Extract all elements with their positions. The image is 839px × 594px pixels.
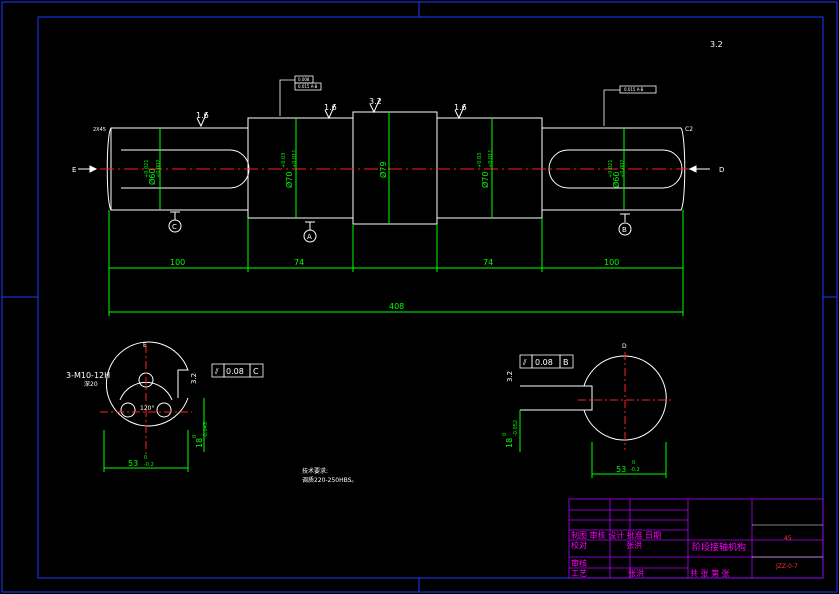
title-company: 阶段接轴机构	[692, 541, 746, 553]
tol-right-top: +0.021	[608, 159, 614, 178]
section-e-title: E	[143, 342, 147, 349]
gdt-top-right: 0.015 A-B	[624, 87, 644, 92]
title-proofing-val: 张洪	[626, 540, 642, 550]
tol-left-bot: +0.002	[156, 159, 162, 178]
dia-left-label: Ø60	[147, 169, 157, 185]
dim-53-d-tol-top: 0	[632, 460, 635, 466]
chamfer-right: C2	[685, 126, 693, 133]
roughness-section-d: 3.2	[506, 371, 514, 382]
dim-53-e-tol-top: 0	[144, 455, 147, 461]
tol-right-bot: +0.002	[620, 159, 626, 178]
dim-18-e-tol-top: 0	[192, 435, 198, 438]
tol-mid-left-bot: +0.011	[292, 149, 298, 168]
tech-req-title: 技术要求:	[302, 467, 328, 475]
section-d-label: D	[719, 166, 724, 174]
gdt-top-left-1: 0.008	[298, 77, 310, 82]
section-d-title: D	[622, 343, 627, 350]
gdt-d-symbol: ⫽	[522, 358, 527, 367]
gdt-d-value: 0.08	[535, 358, 553, 367]
dim-18-d-tol-top: 0	[502, 433, 508, 436]
roughness-mid-left: 1.6	[324, 103, 337, 112]
roughness-left: 1.6	[196, 111, 209, 120]
title-designer-row: 制图 审核 设计 批准 日期	[571, 530, 661, 540]
title-process-val: 张洪	[628, 568, 644, 578]
dim-53-e: 53	[128, 459, 138, 468]
gdt-e-datum: C	[253, 367, 259, 376]
dim-53-d-tol-bot: -0.2	[630, 467, 640, 473]
dim-18-d: 18	[505, 438, 514, 448]
datum-a: A	[307, 233, 312, 241]
section-e-view	[105, 341, 189, 427]
dia-mid-right-label: Ø70	[480, 172, 490, 188]
dia-right-label: Ø60	[611, 172, 621, 188]
gdt-d-datum: B	[563, 358, 569, 367]
title-proofing: 校对	[571, 540, 587, 550]
roughness-section-e: 3.2	[190, 373, 198, 384]
inner-border	[37, 16, 824, 579]
title-material: 45	[784, 535, 792, 542]
dim-74-right: 74	[483, 258, 493, 267]
dim-53-d: 53	[616, 465, 626, 474]
dim-74-left: 74	[294, 258, 304, 267]
thread-callout: 3-M10-12H	[66, 371, 110, 380]
angle-120: 120°	[140, 405, 154, 412]
roughness-default: 3.2	[710, 40, 723, 49]
dim-18-e: 18	[195, 438, 204, 448]
dia-center-label: Ø79	[378, 162, 388, 178]
section-e-label: E	[72, 166, 76, 174]
thread-depth: 深20	[84, 380, 98, 388]
tech-req-line: 调质220-250HBS。	[302, 476, 357, 484]
dim-18-e-tol-bot: -0.043	[203, 422, 209, 438]
dim-100-left: 100	[170, 258, 185, 267]
dia-mid-left-label: Ø70	[284, 172, 294, 188]
roughness-center: 3.2	[369, 97, 382, 106]
tol-mid-left-top: +0.03	[281, 153, 287, 168]
dim-18-d-tol-bot: -0.052	[513, 420, 519, 436]
datum-c: C	[172, 223, 177, 231]
title-sheet-info: 共 张 第 张	[690, 568, 730, 578]
gdt-top-left-2: 0.015 A-B	[298, 84, 318, 89]
title-part-code: JZZ-0-7	[775, 563, 798, 570]
title-audit: 审核	[571, 558, 587, 568]
tol-mid-right-bot: +0.011	[488, 149, 494, 168]
tol-mid-right-top: +0.03	[477, 153, 483, 168]
title-block	[568, 498, 824, 579]
dim-100-right: 100	[604, 258, 619, 267]
gdt-e-symbol: ⫽	[214, 367, 219, 376]
chamfer-left: 2X45	[93, 127, 106, 133]
datum-b: B	[622, 226, 627, 234]
section-d-view	[520, 355, 667, 441]
dim-total: 408	[389, 302, 404, 311]
shaft-main-view	[106, 111, 686, 225]
gdt-e-value: 0.08	[226, 367, 244, 376]
dim-53-e-tol-bot: -0.2	[144, 462, 154, 468]
title-process: 工艺	[571, 569, 587, 578]
roughness-mid-right: 1.6	[454, 103, 467, 112]
tol-left-top: +0.021	[144, 159, 150, 178]
